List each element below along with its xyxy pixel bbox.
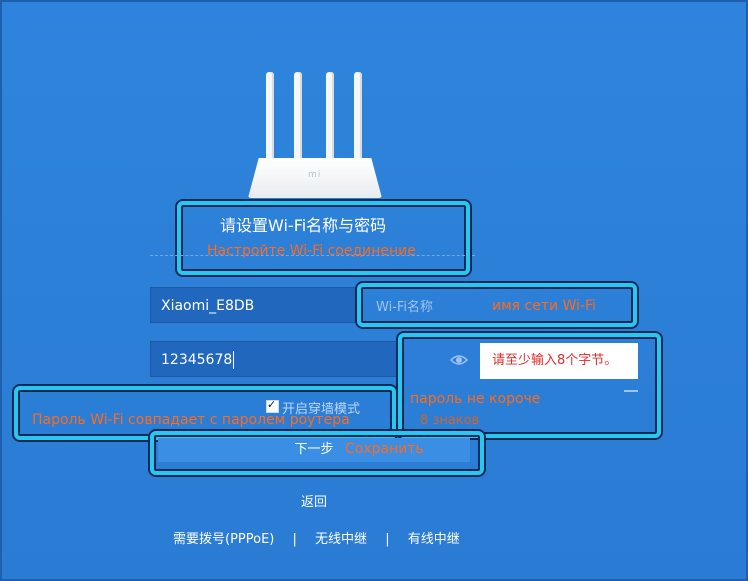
eye-icon[interactable] [450,351,468,369]
password-annotation: пароль не короче [410,391,541,407]
ssid-annotation: имя сети Wi-Fi [492,298,596,314]
separator: | [292,532,297,547]
next-button[interactable]: 下一步 [158,438,470,462]
password-error-tooltip: 请至少输入8个字节。 [480,343,638,379]
title-highlight [177,201,470,275]
arrow-icon [624,390,638,392]
wall-mode-label[interactable]: 开启穿墙模式 [282,402,361,417]
option-annotation: Пароль Wi-Fi совпадает с паролем роутера [32,412,350,428]
next-button-label: 下一步 [294,442,334,457]
wired-relay-link[interactable]: 有线中继 [407,532,460,547]
ssid-hint: Wi-Fi名称 [376,300,434,315]
ssid-input[interactable]: Xiaomi_E8DB [150,287,360,323]
password-input[interactable]: 12345678 [150,341,400,377]
wireless-relay-link[interactable]: 无线中继 [315,532,368,547]
router-antenna [294,72,302,162]
back-link[interactable]: 返回 [301,495,328,510]
ssid-highlight [357,283,637,327]
password-annotation-2: 8 знаков [420,413,480,428]
router-body [248,158,382,198]
password-value: 12345678 [161,352,233,368]
router-antenna [266,72,274,162]
divider [150,255,475,256]
router-logo: mi [308,170,322,180]
text-cursor [233,351,235,369]
pppoe-link[interactable]: 需要拨号(PPPoE) [173,532,275,547]
separator: | [385,532,390,547]
router-antenna [326,72,334,162]
wall-mode-checkbox[interactable] [266,398,279,413]
next-annotation: Сохранить [345,441,424,457]
footer-links: 需要拨号(PPPoE) | 无线中继 | 有线中继 [173,528,460,547]
page-title: 请设置Wi-Fi名称与密码 [220,216,387,235]
title-annotation: Настройте Wi-Fi соединение [207,243,416,259]
router-antenna [354,72,362,162]
router-illustration: mi [248,72,382,198]
password-highlight [398,333,661,438]
next-highlight [150,431,484,475]
